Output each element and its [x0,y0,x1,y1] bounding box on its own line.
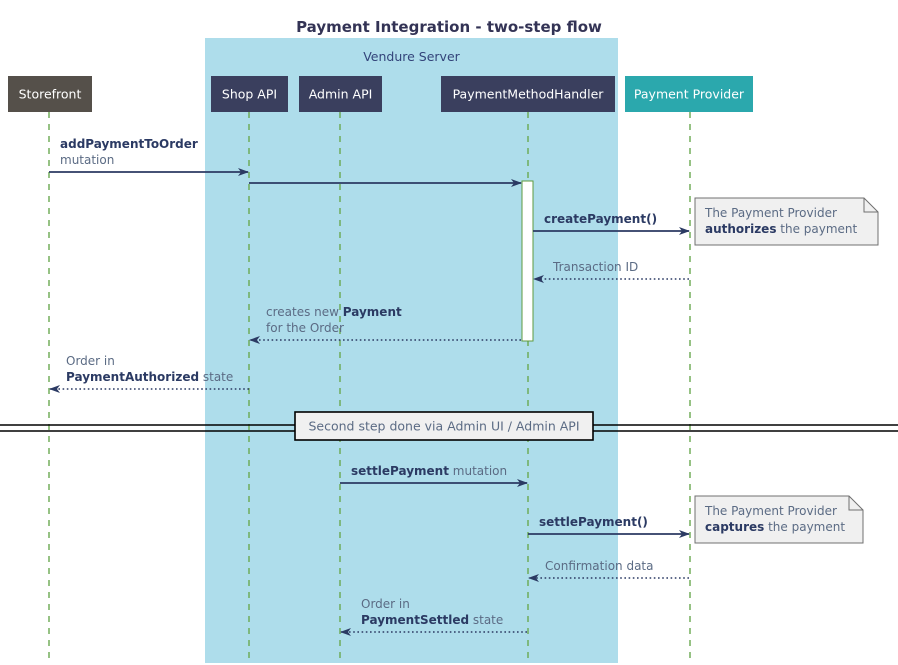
divider-box [294,411,594,441]
message-transaction-id: Transaction ID [533,260,689,283]
participant-label: Shop API [222,87,277,102]
message-settle-payment-call: settlePayment() [528,515,690,538]
note-fold-icon [863,198,878,213]
note-body [694,495,864,544]
participant-box [299,76,382,112]
activation-bars [521,180,534,342]
participant-box [8,76,92,112]
participant-box [625,76,753,112]
message-confirmation-data: Confirmation data [528,559,689,582]
message-settle-payment-mutation: settlePayment mutation [340,464,528,487]
divider-label: Second step done via Admin UI / Admin AP… [308,419,579,434]
message-create-payment: createPayment() [533,212,690,235]
participant-admin-api[interactable]: Admin API [299,76,382,112]
participant-label: Storefront [19,87,82,102]
svg-text:Confirmation data: Confirmation data [545,559,653,573]
participant-box [211,76,288,112]
activation-bar [521,180,534,342]
svg-text:settlePayment(): settlePayment() [539,515,648,529]
svg-text:createPayment(): createPayment() [544,212,657,226]
participant-payment-provider[interactable]: Payment Provider [625,76,753,112]
group-vendure-server: Vendure Server [205,38,618,663]
group-background [205,38,618,663]
note-body [694,197,879,246]
step-divider: Second step done via Admin UI / Admin AP… [0,411,898,441]
lifelines [48,112,691,663]
participant-label: Admin API [309,87,373,102]
participant-shop-api[interactable]: Shop API [211,76,288,112]
participant-storefront[interactable]: Storefront [8,76,92,112]
group-label: Vendure Server [363,49,460,64]
participant-box [441,76,615,112]
svg-text:Transaction ID: Transaction ID [552,260,638,274]
note-fold-icon [848,496,863,511]
participant-payment-method-handler[interactable]: PaymentMethodHandler [441,76,615,112]
svg-text:settlePayment mutation: settlePayment mutation [351,464,507,478]
participant-label: PaymentMethodHandler [453,87,605,102]
page-title: Payment Integration - two-step flow [296,18,602,36]
participant-label: Payment Provider [634,87,745,102]
participants: Storefront Shop API Admin API PaymentMethod… [8,76,753,112]
step-divider-group: Second step done via Admin UI / Admin AP… [0,411,898,441]
